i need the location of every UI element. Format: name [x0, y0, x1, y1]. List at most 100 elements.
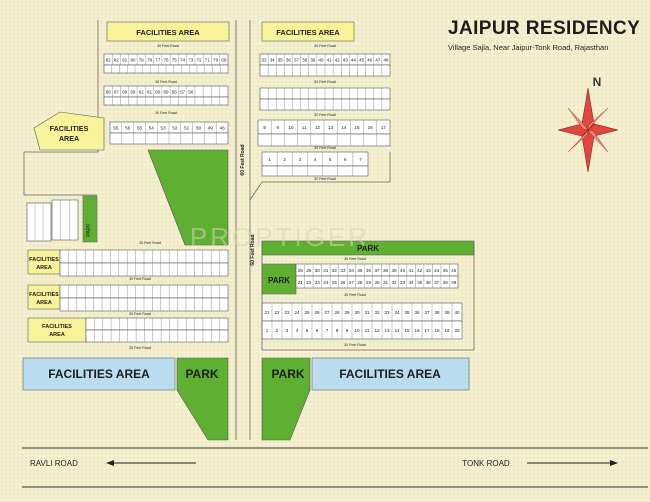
plot-number: 12: [315, 125, 321, 130]
plot-row-left-low: [85, 329, 229, 343]
compass-north-letter: N: [593, 75, 602, 89]
plot-number: 23: [284, 310, 290, 315]
plot-number: 28: [357, 280, 363, 285]
plot-number: 62: [139, 90, 145, 95]
road-label: 30 Feet Road: [344, 343, 366, 347]
project-subtitle: Village Sajla, Near Jaipur-Tonk Road, Ra…: [448, 43, 609, 52]
plot-number: 16: [414, 328, 420, 333]
plot-number: 80: [130, 58, 136, 63]
plot-number: 57: [180, 90, 186, 95]
plot-number: 46: [367, 58, 373, 63]
plot-number: 79: [139, 58, 145, 63]
plot-number: 26: [314, 310, 320, 315]
park-bottom-right: [261, 357, 311, 441]
plot-number: 36: [426, 280, 432, 285]
plot-number: 17: [424, 328, 430, 333]
plot-number: 75: [172, 58, 178, 63]
plot-number: 70: [213, 58, 219, 63]
park-bottom-left-label: PARK: [185, 367, 218, 381]
plot-number: 39: [310, 58, 316, 63]
plot-number: 34: [394, 310, 400, 315]
plot-number: 81: [122, 58, 128, 63]
plot-number: 48: [383, 58, 389, 63]
road-label: 30 Feet Road: [344, 293, 366, 297]
plot-number: 33: [384, 310, 390, 315]
road-label: 30 Feet Road: [139, 241, 161, 245]
plot-number: 4: [314, 157, 317, 162]
arrowhead-right: [610, 460, 618, 466]
plot-number: 35: [404, 310, 410, 315]
project-title: JAIPUR RESIDENCY: [448, 18, 641, 39]
road-label: 30 Feet Road: [314, 146, 336, 150]
plot-number: 28: [334, 310, 340, 315]
plot-number: 35: [417, 280, 423, 285]
plot-number: 5: [306, 328, 309, 333]
plot-row-frame: [295, 275, 459, 289]
plot-number: 37: [424, 310, 430, 315]
plot-number: 4: [296, 328, 299, 333]
plot-number: 32: [332, 268, 338, 273]
plot-number: 41: [327, 58, 333, 63]
plot-number: 31: [364, 310, 370, 315]
road-label: 30 Feet Road: [129, 277, 151, 281]
facilities-area-bottom-left: [22, 357, 176, 391]
small-plot-block: [51, 199, 79, 241]
plot-number: 56: [125, 126, 131, 131]
plot-number: 52: [172, 126, 178, 131]
facilities-area-left-small: [33, 111, 105, 151]
plot-number: 28: [298, 268, 304, 273]
plot-number: 43: [426, 268, 432, 273]
plot-number: 19: [444, 328, 450, 333]
road-label: 30 Feet Road: [314, 177, 336, 181]
plot-number: 33: [400, 280, 406, 285]
facilities-label: FACILITIES: [29, 292, 59, 298]
plot-number: 42: [417, 268, 423, 273]
plot-number: 15: [354, 125, 360, 130]
left-boundary: [23, 20, 99, 196]
plot-number: 3: [286, 328, 289, 333]
area-label: AREA: [49, 332, 65, 338]
plot-number: 11: [365, 328, 370, 333]
plot-number: 78: [147, 58, 153, 63]
plot-number: 29: [344, 310, 350, 315]
park-small-right-label: PARK: [268, 276, 290, 285]
ravli-road-label: RAVLI ROAD: [30, 459, 78, 468]
facilities-area-left-2: [27, 284, 61, 310]
arrowhead-left: [106, 460, 114, 466]
plot-number: 58: [172, 90, 178, 95]
plot-number: 41: [409, 268, 415, 273]
plot-number: 60: [155, 90, 161, 95]
road-label: 30 Feet Road: [314, 113, 336, 117]
facilities-area-bottom-right: [311, 357, 470, 391]
plot-number: 9: [277, 125, 280, 130]
road-label: 30 Feet Road: [129, 346, 151, 350]
plot-number: 10: [354, 328, 360, 333]
plot-number: 18: [434, 328, 440, 333]
sixty-feet-road-label: 60 Feet Road: [240, 144, 246, 175]
plot-number: 39: [444, 310, 450, 315]
plot-number: 26: [340, 280, 346, 285]
plot-number: 82: [106, 58, 112, 63]
plot-number: 33: [262, 58, 268, 63]
plot-number: 23: [315, 280, 321, 285]
plot-number: 29: [366, 280, 372, 285]
right-mid-boundary: [261, 241, 475, 351]
plot-number: 44: [434, 268, 440, 273]
plot-number: 32: [374, 310, 380, 315]
plot-number: 25: [304, 310, 310, 315]
facilities-area-left-3: [27, 317, 87, 343]
plot-number: 34: [409, 280, 415, 285]
plot-number: 11: [302, 125, 307, 130]
small-plot-block: [26, 202, 52, 242]
plot-number: 44: [351, 58, 357, 63]
plot-number: 25: [332, 280, 338, 285]
plot-number: 36: [414, 310, 420, 315]
facilities-area-top-right: [261, 21, 355, 42]
plot-number: 37: [434, 280, 440, 285]
plot-row-secondary: [261, 165, 369, 177]
plot-number: 22: [274, 310, 280, 315]
plot-number: 53: [161, 126, 167, 131]
plot-number: 71: [205, 58, 211, 63]
plot-number: 6: [316, 328, 319, 333]
